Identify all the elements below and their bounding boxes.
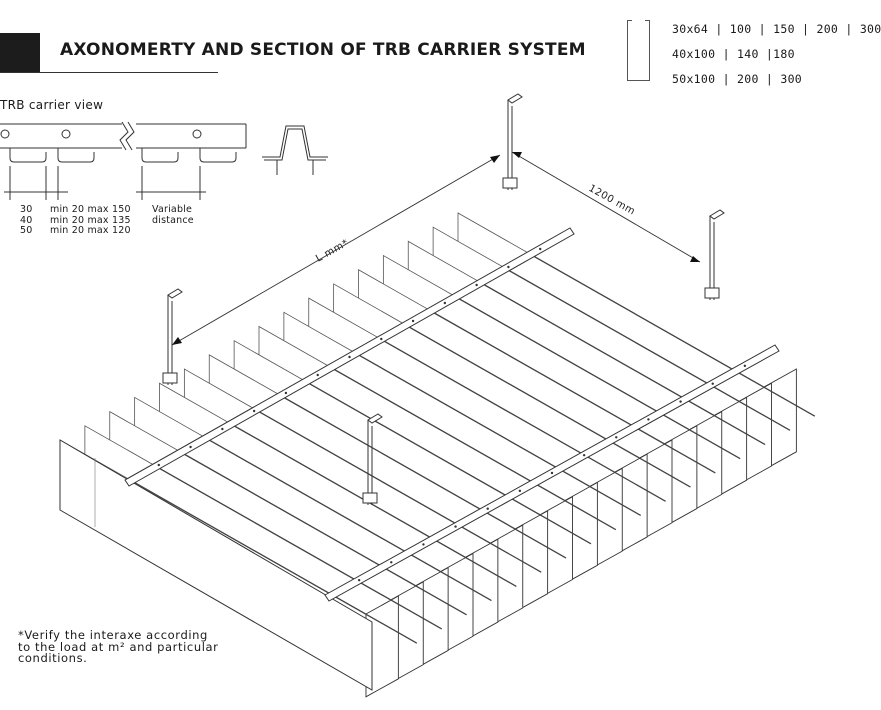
profile-size-40: 40x100 | 140 |180 [672,47,795,61]
title-block [0,33,40,73]
rail-hole [615,436,618,439]
footnote: *Verify the interaxe according to the lo… [18,628,219,665]
cross-bar [353,351,642,517]
cross-bar [502,266,791,431]
thickness-30: 30 [20,204,33,215]
spacing-40: min 20 max 135 [50,214,131,226]
rail-hole [679,400,682,403]
hanger-hook [167,288,183,299]
rail-hole [284,391,288,395]
rail-hole [357,578,361,582]
cross-bar [154,465,443,630]
cross-bar [278,394,567,559]
length-arrow-start [172,337,182,345]
rail-hole [711,382,714,385]
length-dimension-label: L mm* [314,238,351,265]
dimension-group [171,151,701,346]
rail-hole [422,543,425,546]
thickness-50: 50 [20,225,33,236]
spacing-column: min 20 max 150 min 20 max 135 min 20 max… [50,204,131,237]
rail-hole [443,301,447,305]
carrier-rail-group [124,227,780,602]
hanger-group [162,93,725,505]
hanger-hook [709,209,725,220]
cross-bar [328,365,617,531]
cross-bar [229,422,517,587]
hanger-clip [704,287,720,299]
cross-bar [303,380,592,545]
distance-text: distance [152,214,194,226]
title-underline [0,72,218,73]
rail-hole [454,525,457,528]
hanger-hook [367,413,383,424]
cross-bar [129,479,418,644]
front-baffle [59,439,373,691]
cross-bar [378,337,666,502]
cross-bar [453,294,741,460]
cross-bar [477,280,766,446]
cross-bar [179,451,467,616]
thickness-column: 30 40 50 [20,204,33,237]
rail-hole [411,319,415,323]
page-title: AXONOMERTY AND SECTION OF TRB CARRIER SY… [60,40,586,60]
rail-hole [539,247,542,251]
footnote-line-2: to the load at m² and particular [18,639,219,654]
rail-hole [316,373,319,377]
carrier-view-drawing [0,121,328,200]
footnote-line-1: *Verify the interaxe according [18,628,208,642]
cross-bar-group [129,252,816,644]
rail-hole [743,364,747,368]
spacing-30: min 20 max 150 [50,204,131,215]
variable-text: Variable [152,204,193,215]
rail-hole [390,561,393,564]
profile-size-30: 30x64 | 100 | 150 | 200 | 300 [672,22,881,36]
baffle-group [59,212,797,698]
rail-hole [252,409,256,413]
cross-bar [428,309,716,474]
rail-hole [475,283,478,287]
hanger-clip [162,372,178,384]
cross-bar [254,408,542,573]
profile-section-icon [627,20,650,81]
rail-hole [189,445,192,449]
length-dimension-line [171,154,501,346]
hanger-clip [502,177,518,189]
hanger-clip [362,492,378,504]
rail-hole [348,355,351,359]
length-arrow-end [490,155,500,163]
rail-hole [550,471,554,475]
rail-hole [486,507,489,510]
cross-bar [204,436,492,602]
cross-bar [403,323,691,488]
spacing-50: min 20 max 120 [50,225,131,236]
spacing-arrow-start [512,152,522,158]
carrier-view-label: TRB carrier view [0,98,104,112]
rail-hole [157,463,160,467]
rail-hole [647,418,650,421]
variable-distance-label: Variable distance [152,204,194,226]
spacing-arrow-end [690,256,700,262]
thickness-40: 40 [20,214,33,226]
footnote-line-3: conditions. [18,651,88,665]
rail-hole [507,265,510,269]
rail-hole [380,337,383,341]
rail-hole [582,453,586,457]
profile-size-50: 50x100 | 200 | 300 [672,72,803,86]
axonometric-drawing: L mm* 1200 mm [59,93,816,698]
spacing-dimension-line [511,151,701,263]
rail-hole [518,489,522,493]
hanger-hook [507,93,523,104]
cross-bar [527,252,816,417]
rail-hole [221,427,224,431]
